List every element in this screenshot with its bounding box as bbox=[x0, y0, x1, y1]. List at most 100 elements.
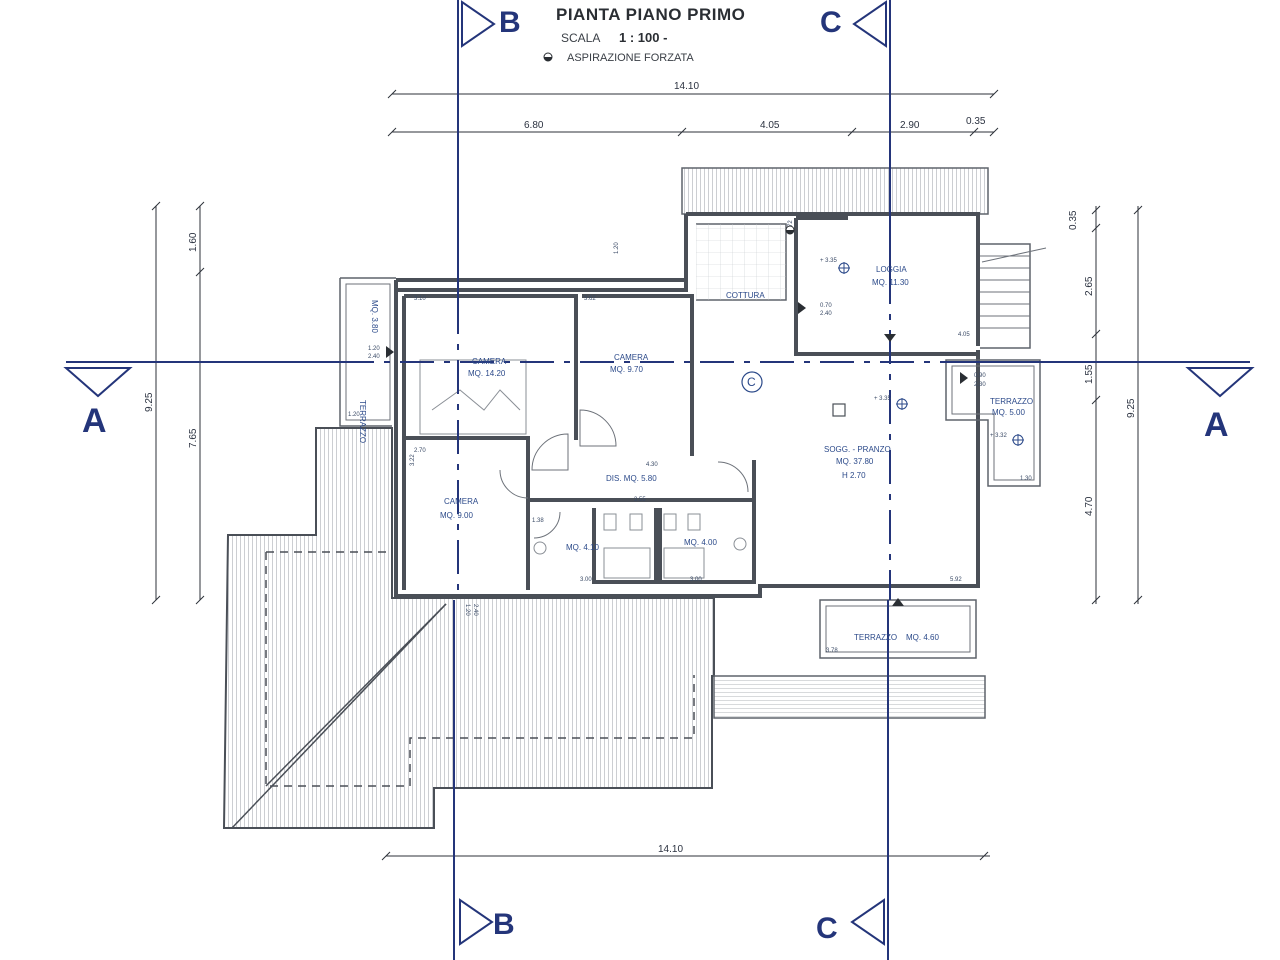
room-soggiorno-name: SOGG. - PRANZO bbox=[824, 445, 891, 454]
room-camera-2-area: MQ. 9.70 bbox=[610, 365, 643, 374]
dim-left-inner-top: 1.60 bbox=[188, 232, 199, 252]
stair bbox=[980, 243, 1047, 349]
room-terrazzo-bottom-area: MQ. 4.60 bbox=[906, 633, 939, 642]
small-dim-12: 1.20 bbox=[348, 412, 360, 418]
section-c-top-label: C bbox=[820, 6, 842, 39]
room-terrazzo-left-name: TERRAZZO bbox=[358, 400, 367, 443]
room-camera-1-name: CAMERA bbox=[472, 357, 507, 366]
window-arrow-5 bbox=[892, 598, 904, 606]
room-terrazzo-right-name: TERRAZZO bbox=[990, 397, 1033, 406]
legend-label: ASPIRAZIONE FORZATA bbox=[567, 52, 694, 64]
top-dimensions: 14.10 6.80 4.05 2.90 0.35 bbox=[387, 81, 999, 137]
small-dim-2: 3.62 bbox=[584, 296, 596, 302]
small-dim-3: 1.20 bbox=[368, 346, 380, 352]
room-soggiorno-area: MQ. 37.80 bbox=[836, 457, 874, 466]
section-b-top-label: B bbox=[499, 6, 521, 39]
room-labels: CAMERA MQ. 14.20 CAMERA MQ. 9.70 CAMERA … bbox=[358, 265, 1033, 642]
section-a-left-marker bbox=[63, 367, 133, 398]
small-dim-8: 2.30 bbox=[974, 382, 986, 388]
dim-right-seg4: 4.70 bbox=[1084, 496, 1095, 516]
svg-text:+ 3.32: + 3.32 bbox=[990, 433, 1008, 439]
section-a-right-marker bbox=[1185, 367, 1255, 398]
section-lines: B B C C A A bbox=[63, 0, 1255, 960]
roof-area bbox=[222, 427, 986, 829]
small-dim-4: 2.40 bbox=[368, 354, 380, 360]
section-c-top-marker bbox=[852, 0, 887, 48]
small-dim-16: 4.05 bbox=[958, 332, 970, 338]
room-bagno-2: MQ. 4.00 bbox=[684, 538, 717, 547]
room-camera-1-area: MQ. 14.20 bbox=[468, 369, 506, 378]
level-marker-loggia: + 3.35 bbox=[820, 258, 850, 274]
window-arrow-2 bbox=[798, 302, 806, 314]
roof-eave-line bbox=[265, 552, 695, 787]
small-dim-9: 4.30 bbox=[646, 462, 658, 468]
small-dim-17: 5.92 bbox=[950, 577, 962, 583]
plan-title: PIANTA PIANO PRIMO bbox=[556, 5, 745, 24]
dim-right-seg3: 1.55 bbox=[1084, 364, 1095, 384]
scale-label: SCALA bbox=[561, 31, 600, 45]
scale-value: 1 : 100 - bbox=[619, 30, 667, 45]
level-marker-soggiorno: + 3.35 bbox=[874, 396, 908, 410]
dim-top-total: 14.10 bbox=[674, 81, 699, 92]
small-dim-5: 0.70 bbox=[820, 303, 832, 309]
window-symbols bbox=[386, 225, 968, 606]
svg-text:+ 3.35: + 3.35 bbox=[820, 258, 838, 264]
dim-top-seg4: 0.35 bbox=[966, 116, 986, 127]
dim-right-outer: 9.25 bbox=[1126, 398, 1137, 418]
bottom-dimensions: 14.10 bbox=[381, 844, 990, 861]
opening-dimensions: 3.10 3.62 1.20 2.40 0.70 2.40 0.90 2.30 … bbox=[348, 220, 1032, 654]
forced-extraction-icon bbox=[785, 225, 795, 235]
small-dim-21: 1.38 bbox=[532, 518, 544, 524]
dim-right-seg1: 0.35 bbox=[1068, 210, 1079, 230]
room-terrazzo-left-area: MQ. 3.80 bbox=[370, 300, 379, 333]
room-camera-3-name: CAMERA bbox=[444, 497, 479, 506]
room-c-marker: C bbox=[741, 371, 763, 393]
small-dim-14: 1.20 bbox=[464, 604, 470, 616]
dim-right-seg2: 2.65 bbox=[1084, 276, 1095, 296]
section-a-left-label: A bbox=[82, 402, 107, 440]
small-dim-23: 3.78 bbox=[826, 648, 838, 654]
room-camera-2-name: CAMERA bbox=[614, 353, 649, 362]
svg-text:+ 3.35: + 3.35 bbox=[874, 396, 892, 402]
room-soggiorno-height: H 2.70 bbox=[842, 471, 866, 480]
small-dim-24: 1.20 bbox=[614, 242, 620, 254]
small-dim-22: 1.30 bbox=[1020, 476, 1032, 482]
walls bbox=[339, 212, 1047, 659]
dim-bottom-total: 14.10 bbox=[658, 844, 683, 855]
left-dimensions: 9.25 1.60 7.65 bbox=[144, 201, 205, 605]
plan-header: PIANTA PIANO PRIMO SCALA 1 : 100 - ASPIR… bbox=[543, 5, 745, 64]
small-dim-6: 2.40 bbox=[820, 311, 832, 317]
small-dim-13: 2.70 bbox=[414, 448, 426, 454]
room-bagno-1: MQ. 4.10 bbox=[566, 543, 599, 552]
section-b-bottom-label: B bbox=[493, 908, 515, 941]
room-loggia-area: MQ. 11.30 bbox=[872, 278, 909, 287]
dim-top-seg1: 6.80 bbox=[524, 120, 544, 131]
dim-top-seg2: 4.05 bbox=[760, 120, 780, 131]
room-cottura: COTTURA bbox=[726, 291, 765, 300]
svg-text:C: C bbox=[747, 375, 756, 389]
upper-roof-strip bbox=[681, 167, 989, 215]
dim-top-seg3: 2.90 bbox=[900, 120, 920, 131]
small-dim-10: 3.00 bbox=[580, 577, 592, 583]
level-markers: + 3.35 + 3.35 + 3.32 bbox=[820, 258, 1024, 446]
room-loggia-name: LOGGIA bbox=[876, 265, 907, 274]
window-arrow-3 bbox=[960, 372, 968, 384]
small-dim-15: 2.40 bbox=[472, 604, 478, 616]
small-dim-1: 3.10 bbox=[414, 296, 426, 302]
dim-left-inner-bottom: 7.65 bbox=[188, 428, 199, 448]
section-a-right-label: A bbox=[1204, 406, 1229, 444]
level-marker-terrazzo: + 3.32 bbox=[990, 433, 1024, 446]
window-arrow-1 bbox=[386, 346, 394, 358]
small-dim-7: 0.90 bbox=[974, 373, 986, 379]
room-terrazzo-bottom-name: TERRAZZO bbox=[854, 633, 897, 642]
section-c-bottom-label: C bbox=[816, 912, 838, 945]
small-dim-18: 3.22 bbox=[410, 454, 416, 466]
bed-symbol bbox=[419, 359, 527, 435]
dim-left-outer: 9.25 bbox=[144, 392, 155, 412]
window-arrow-4 bbox=[884, 334, 896, 342]
section-c-bottom-marker bbox=[850, 898, 885, 946]
small-dim-11: 3.00 bbox=[690, 577, 702, 583]
section-b-top-marker bbox=[461, 0, 496, 48]
room-disimpegno: DIS. MQ. 5.80 bbox=[606, 474, 657, 483]
